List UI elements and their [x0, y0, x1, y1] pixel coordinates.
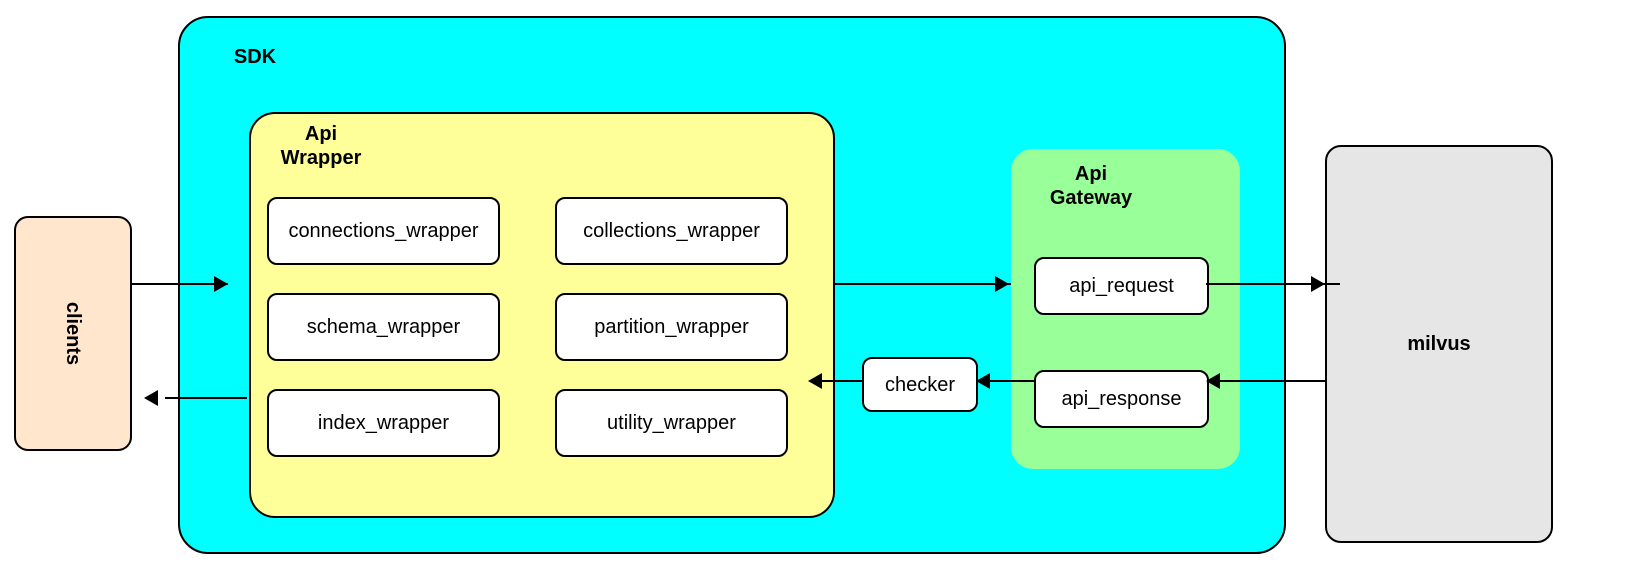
module-label: index_wrapper: [317, 412, 450, 434]
checker-label: checker: [884, 373, 956, 396]
module-label: collections_wrapper: [583, 220, 760, 242]
module-label: schema_wrapper: [306, 316, 461, 338]
arrowhead-api-wrapper-to-clients: [144, 390, 158, 406]
arrowhead-api-request-to-milvus: [1311, 276, 1325, 292]
edge-api-wrapper-to-api-gateway: [833, 283, 1011, 285]
module-label: api_request: [1069, 275, 1174, 297]
sdk-container[interactable]: SDK Api Wrapper connections_wrapper coll…: [178, 16, 1286, 554]
module-connections-wrapper[interactable]: connections_wrapper: [267, 197, 500, 265]
module-collections-wrapper[interactable]: collections_wrapper: [555, 197, 788, 265]
api-gateway-container[interactable]: Api Gateway api_request api_response: [1011, 149, 1240, 469]
module-utility-wrapper[interactable]: utility_wrapper: [555, 389, 788, 457]
api-wrapper-label: Api Wrapper: [280, 123, 362, 169]
arrowhead-milvus-to-api-response: [1206, 373, 1220, 389]
clients-label: clients: [62, 301, 85, 366]
api-wrapper-container[interactable]: Api Wrapper connections_wrapper collecti…: [249, 112, 835, 518]
module-label: partition_wrapper: [594, 316, 749, 338]
checker-node[interactable]: checker: [862, 357, 978, 412]
arrowhead-api-response-to-checker: [976, 373, 990, 389]
api-gateway-label: Api Gateway: [1049, 163, 1133, 209]
edge-milvus-to-api-response: [1210, 380, 1326, 382]
arrowhead-api-wrapper-to-api-gateway: [995, 276, 1009, 292]
module-api-response[interactable]: api_response: [1034, 370, 1209, 428]
module-label: utility_wrapper: [607, 412, 736, 434]
edge-api-response-to-checker: [980, 380, 1034, 382]
arrowhead-checker-to-api-wrapper: [808, 373, 822, 389]
module-label: api_response: [1061, 388, 1182, 410]
module-partition-wrapper[interactable]: partition_wrapper: [555, 293, 788, 361]
module-schema-wrapper[interactable]: schema_wrapper: [267, 293, 500, 361]
module-label: connections_wrapper: [288, 220, 479, 242]
milvus-node[interactable]: milvus: [1325, 145, 1553, 543]
edge-api-request-to-milvus: [1206, 283, 1340, 285]
arrowhead-clients-to-api-wrapper: [214, 276, 228, 292]
milvus-label: milvus: [1407, 332, 1471, 355]
sdk-label: SDK: [233, 46, 277, 68]
edge-checker-to-api-wrapper: [822, 380, 862, 382]
edge-api-wrapper-to-clients: [165, 397, 247, 399]
edge-clients-to-api-wrapper: [132, 283, 228, 285]
module-index-wrapper[interactable]: index_wrapper: [267, 389, 500, 457]
module-api-request[interactable]: api_request: [1034, 257, 1209, 315]
clients-node[interactable]: clients: [14, 216, 132, 451]
